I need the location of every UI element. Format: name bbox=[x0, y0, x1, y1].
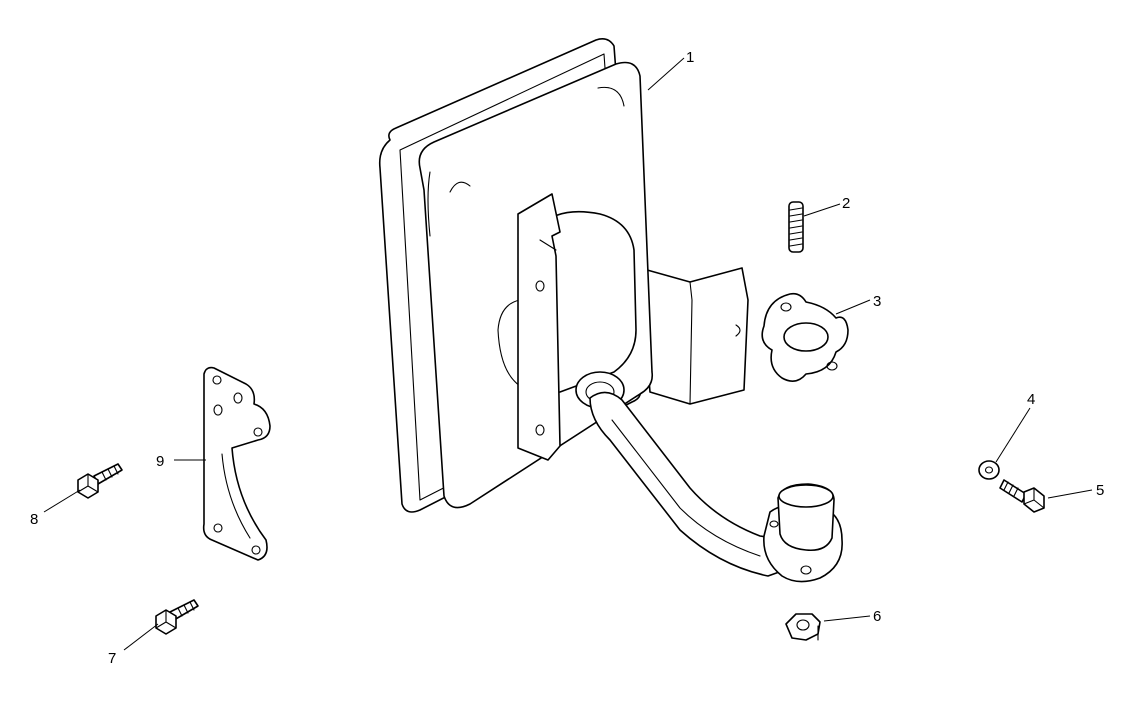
leader-3 bbox=[835, 299, 871, 315]
leader-4 bbox=[995, 407, 1031, 463]
leader-5 bbox=[1047, 489, 1093, 499]
exhaust-pipe bbox=[589, 391, 843, 583]
leader-6 bbox=[823, 615, 871, 622]
flange-bolt-left bbox=[77, 463, 123, 499]
callout-9: 9 bbox=[156, 453, 164, 470]
washer bbox=[978, 460, 1000, 480]
flange-bolt-right bbox=[999, 479, 1045, 513]
callout-4: 4 bbox=[1027, 391, 1035, 408]
leader-8 bbox=[43, 489, 81, 513]
callout-8: 8 bbox=[30, 511, 38, 528]
callout-6: 6 bbox=[873, 608, 881, 625]
callout-1: 1 bbox=[686, 49, 694, 66]
leader-lines bbox=[43, 57, 1093, 651]
stud bbox=[788, 201, 804, 253]
callout-3: 3 bbox=[873, 293, 881, 310]
flange-nut bbox=[785, 613, 821, 641]
leader-2 bbox=[803, 203, 841, 217]
callout-7: 7 bbox=[108, 650, 116, 667]
mounting-bracket bbox=[202, 366, 271, 561]
callout-labels: 1 2 3 4 5 6 7 8 9 bbox=[30, 49, 1104, 667]
muffler-body bbox=[378, 38, 749, 513]
callout-2: 2 bbox=[842, 195, 850, 212]
flange-bolt-lower bbox=[155, 599, 199, 635]
leader-7 bbox=[123, 623, 159, 651]
callout-5: 5 bbox=[1096, 482, 1104, 499]
leader-1 bbox=[647, 57, 685, 91]
gasket bbox=[761, 292, 849, 382]
